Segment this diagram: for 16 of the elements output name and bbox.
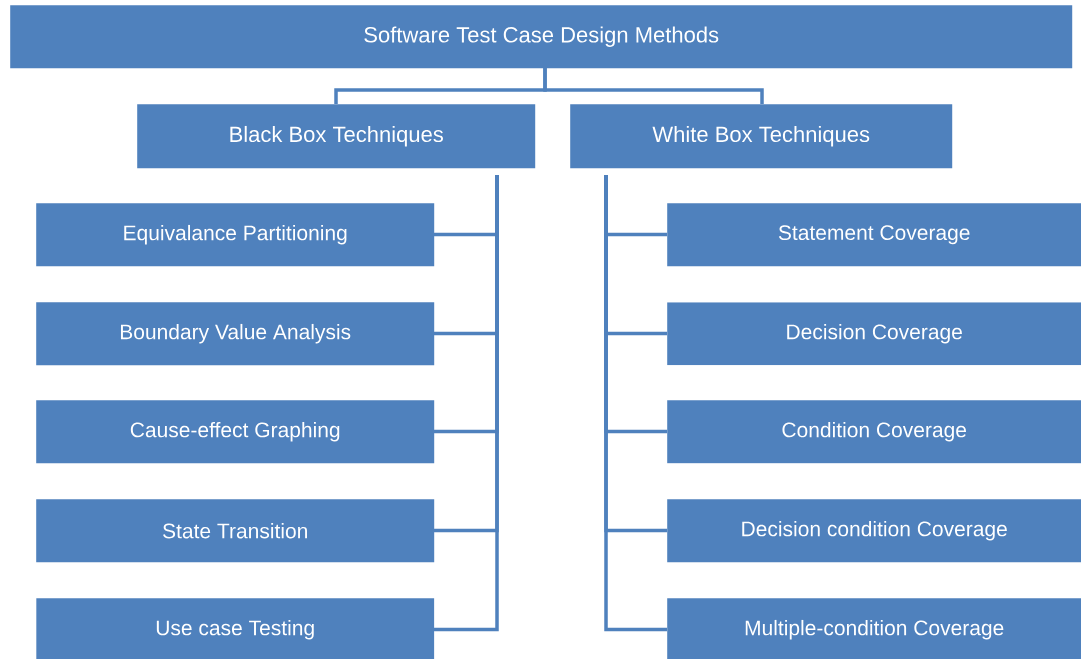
category-box: White Box Techniques: [570, 104, 953, 169]
method-box: State Transition: [36, 499, 435, 563]
category-box: Black Box Techniques: [137, 104, 536, 169]
connector-line: [543, 68, 764, 104]
connector-line: [434, 175, 499, 632]
method-box: Decision condition Coverage: [667, 499, 1081, 563]
method-box: Cause-effect Graphing: [36, 400, 435, 464]
method-box: Use case Testing: [36, 598, 435, 659]
method-box: Decision Coverage: [667, 302, 1081, 366]
method-box: Statement Coverage: [667, 203, 1081, 267]
connector-line: [604, 175, 667, 632]
method-box: Equivalance Partitioning: [36, 203, 435, 267]
method-box: Boundary Value Analysis: [36, 302, 435, 366]
heading-box: Software Test Case Design Methods: [10, 5, 1073, 69]
method-box: Multiple-condition Coverage: [667, 598, 1081, 659]
method-box: Condition Coverage: [667, 400, 1081, 464]
